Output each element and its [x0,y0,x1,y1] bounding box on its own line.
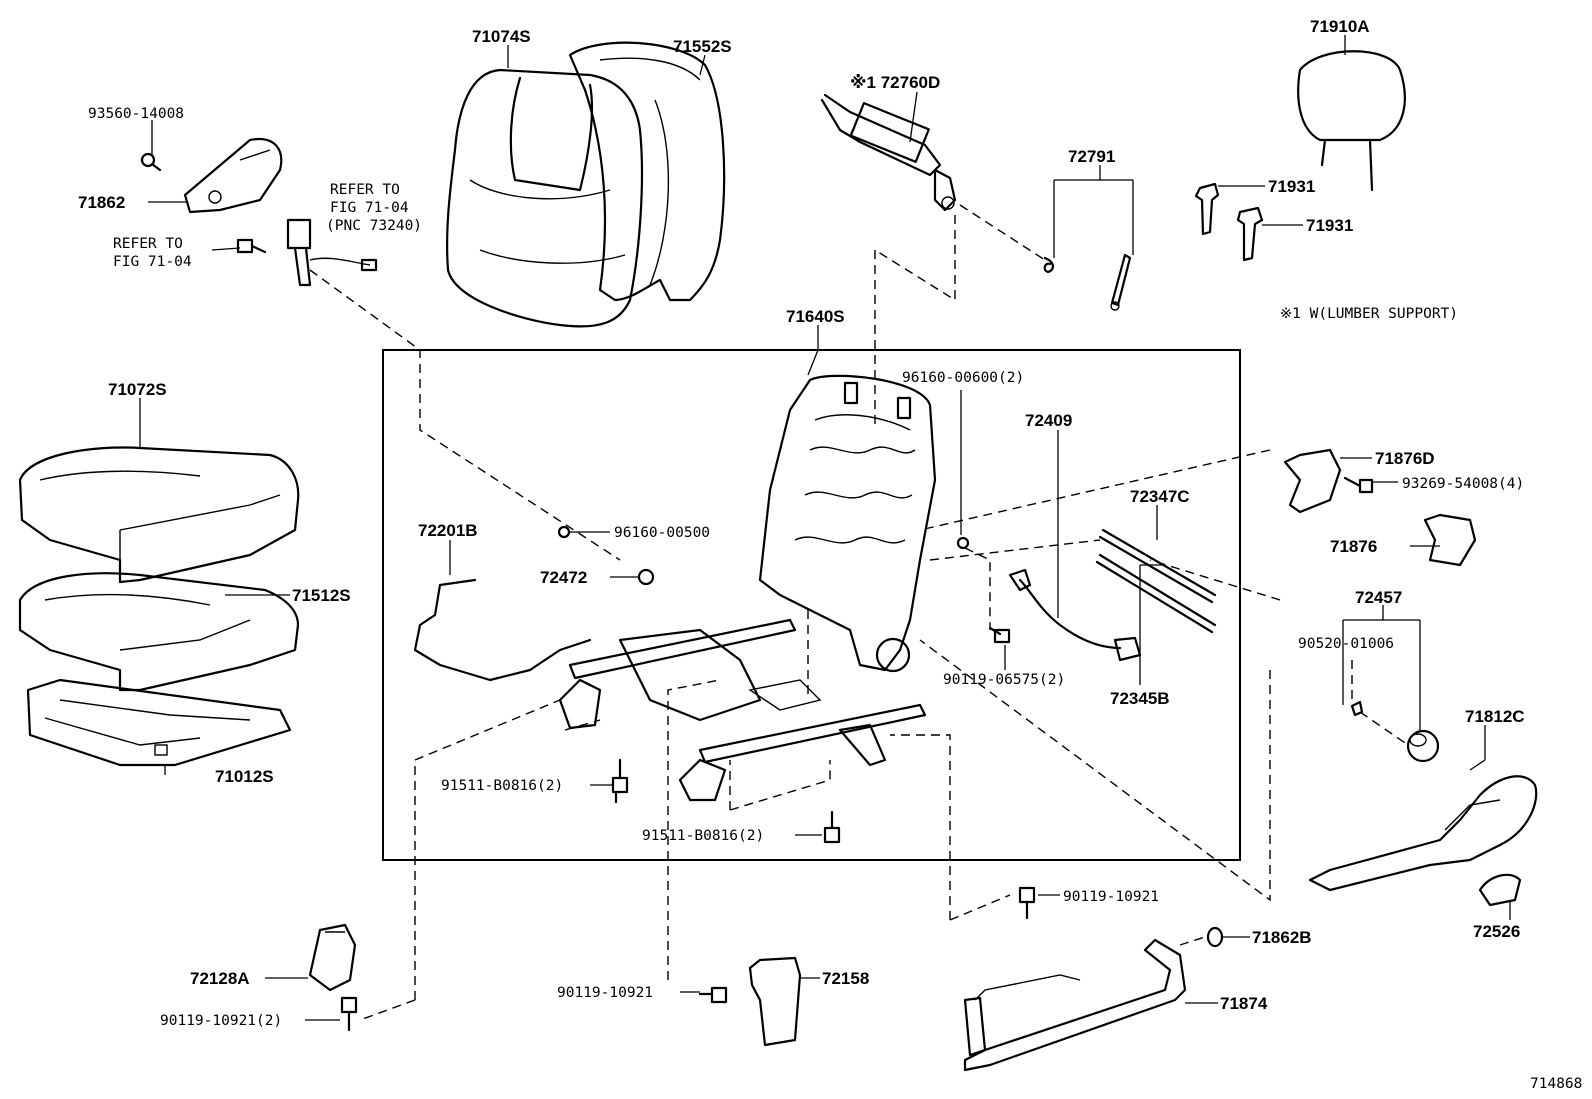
label-refer2-line1: REFER TO [113,236,183,252]
seatback-pad-71552S [568,41,726,302]
label-71012S: 71012S [215,767,274,786]
label-71072S: 71072S [108,380,167,399]
assembly-dashed-lines [309,204,1409,1021]
label-96160-00600: 96160-00600(2) [902,370,1024,386]
label-90520-01006: 90520-01006 [1298,636,1394,652]
lumbar-support-72760D [820,93,957,212]
label-71862: 71862 [78,193,125,212]
cover-72158 [748,956,802,1047]
bolt-90119-a-icon [1018,886,1036,920]
clip-72472-icon [637,568,655,586]
label-71552S: 71552S [673,37,732,56]
label-72791: 72791 [1068,147,1115,166]
label-93269-54008: 93269-54008(4) [1402,476,1524,492]
cable-72409 [1008,568,1142,662]
seat-frame-group-box [382,349,1241,861]
leader-lines [139,35,1511,1021]
seat-cushion-cover-71072S [18,446,300,584]
headrest-71910A [1297,50,1406,192]
bolt-refer-icon [236,238,267,254]
knob-72526 [1478,873,1522,907]
label-71876: 71876 [1330,537,1377,556]
label-72526: 72526 [1473,922,1520,941]
label-71931-a: 71931 [1268,177,1315,196]
rod-72345B [1095,553,1217,634]
label-71910A: 71910A [1310,17,1370,36]
label-72345B: 72345B [1110,689,1170,708]
bolt-90119-b-icon [698,986,728,1004]
clip-90520-icon [1350,700,1364,717]
label-72457: 72457 [1355,588,1402,607]
headrest-guide-71931-a [1194,182,1220,236]
bolt-91511-a-icon [611,758,629,804]
cover-71876D [1283,448,1342,514]
label-71876D: 71876D [1375,449,1435,468]
seatback-cover-71074S [446,68,644,328]
bolt-91511-b-icon [823,810,841,844]
torsion-rod-72201B [413,578,592,682]
label-72158: 72158 [822,969,869,988]
label-91511-B0816-a: 91511-B0816(2) [441,778,563,794]
cushion-frame-71012S [26,678,292,767]
label-72347C: 72347C [1130,487,1190,506]
cover-71876 [1423,513,1477,567]
label-71931-b: 71931 [1306,216,1353,235]
label-71640S: 71640S [786,307,845,326]
seat-cushion-pad-71512S [18,572,300,692]
label-96160-00500: 96160-00500 [614,525,710,541]
label-90119-10921-b: 90119-10921 [557,985,653,1001]
label-71512S: 71512S [292,586,351,605]
label-72128A: 72128A [190,969,250,988]
label-72472: 72472 [540,568,587,587]
label-90119-10921-a: 90119-10921 [1063,889,1159,905]
label-90119-10921-c: 90119-10921(2) [160,1013,282,1029]
bolt-90119-c-icon [340,996,358,1032]
bolt-93269-icon [1343,476,1374,494]
cover-72128A [308,923,357,992]
clip-71862B-icon [1206,926,1224,948]
label-90119-06575: 90119-06575(2) [943,672,1065,688]
label-93560-14008: 93560-14008 [88,106,184,122]
knob-72457 [1406,729,1440,763]
label-71874: 71874 [1220,994,1268,1013]
seatback-frame-71640S [758,374,937,673]
label-71812C: 71812C [1465,707,1525,726]
label-refer2-line2: FIG 71-04 [113,254,192,270]
label-refer1-line1: REFER TO [330,182,400,198]
seatbelt-buckle-part [286,218,378,287]
headrest-guide-71931-b [1236,206,1264,262]
shield-cover-71862 [183,137,283,214]
shield-71874 [963,938,1187,1072]
label-71862B: 71862B [1252,928,1312,947]
note-lumber-support: ※1 W(LUMBER SUPPORT) [1280,306,1458,322]
clip-96160-00600-icon [956,536,970,550]
seat-rail-assembly [558,618,927,802]
label-72409: 72409 [1025,411,1072,430]
label-72201B: 72201B [418,521,478,540]
label-71074S: 71074S [472,27,531,46]
label-91511-B0816-b: 91511-B0816(2) [642,828,764,844]
clip-96160-00500-icon [557,525,571,539]
label-refer1-line2: FIG 71-04 [330,200,409,216]
diagram-id: 714868 [1530,1076,1582,1092]
label-72760D: ※1 72760D [850,73,940,92]
shield-71812C [1308,775,1538,892]
screw-93560-icon [140,152,162,172]
label-refer1-line3: (PNC 73240) [326,218,422,234]
spring-72791 [1043,253,1132,311]
bolt-90119-06575-icon [988,626,1011,644]
